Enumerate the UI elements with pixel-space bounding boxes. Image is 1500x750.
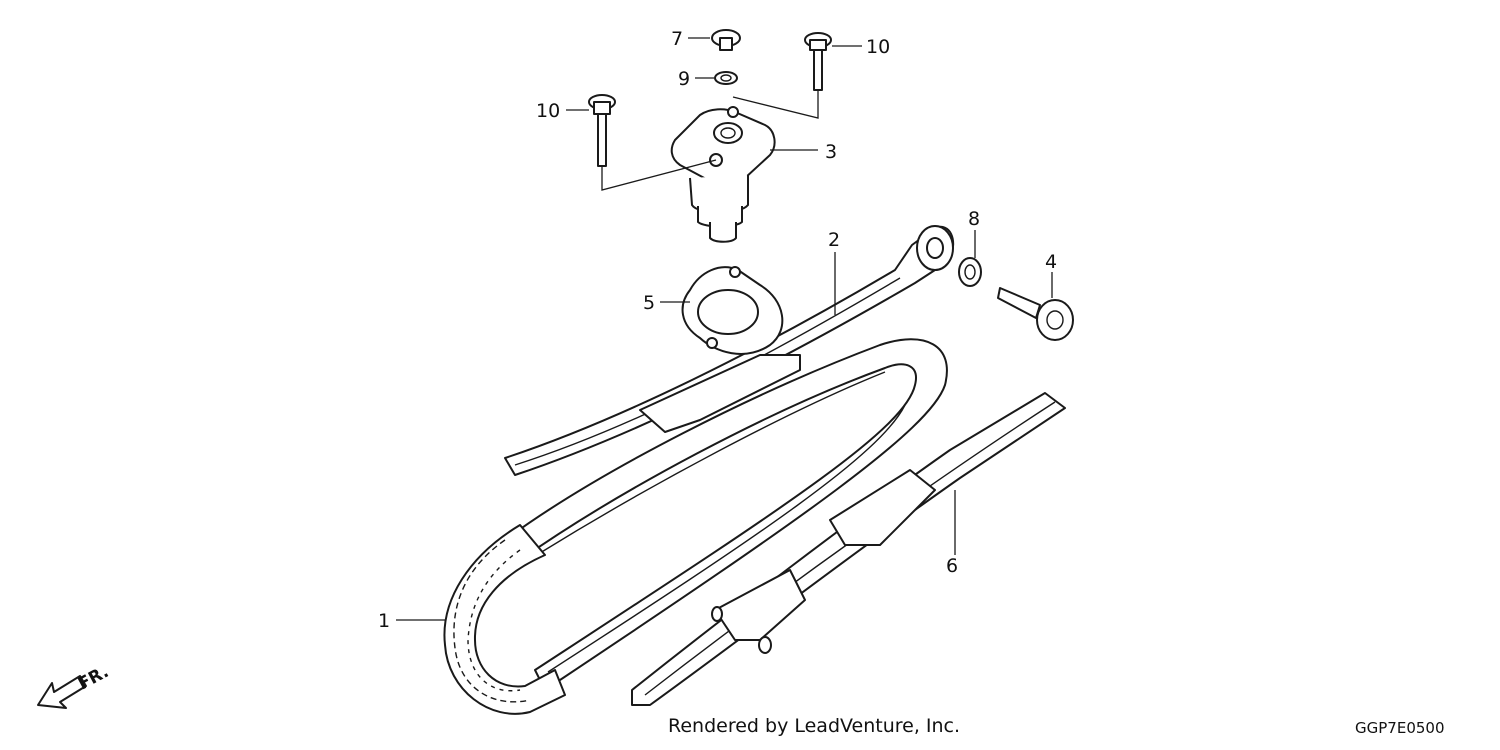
washer[interactable] [958,257,982,287]
callout-9: 9 [678,68,690,90]
front-direction-indicator: FR. [37,662,112,709]
callout-10-upper: 10 [866,36,890,58]
callout-1: 1 [378,610,390,632]
sealing-bolt[interactable] [711,29,741,51]
flange-bolt-lower[interactable] [588,94,616,167]
cam-chain[interactable] [443,338,948,715]
callout-2: 2 [828,229,840,251]
rendered-by-credit: Rendered by LeadVenture, Inc. [668,715,960,737]
cam-chain-guide[interactable] [631,392,1066,706]
callout-7: 7 [671,28,683,50]
front-arrow-icon [37,675,87,709]
pivot-bolt[interactable] [997,287,1074,341]
assembly-lines [601,90,819,191]
flange-bolt-upper[interactable] [804,32,832,91]
callout-8: 8 [968,208,980,230]
diagram-code: GGP7E0500 [1355,719,1445,737]
callout-4: 4 [1045,251,1057,273]
tensioner-slider[interactable] [504,225,955,476]
callout-6: 6 [946,555,958,577]
leader-lines [396,37,1053,621]
callout-10-lower: 10 [536,100,560,122]
o-ring[interactable] [714,71,738,85]
tensioner-lifter[interactable] [670,106,776,243]
tensioner-gasket[interactable] [681,266,784,355]
callout-5: 5 [643,292,655,314]
callout-3: 3 [825,141,837,163]
